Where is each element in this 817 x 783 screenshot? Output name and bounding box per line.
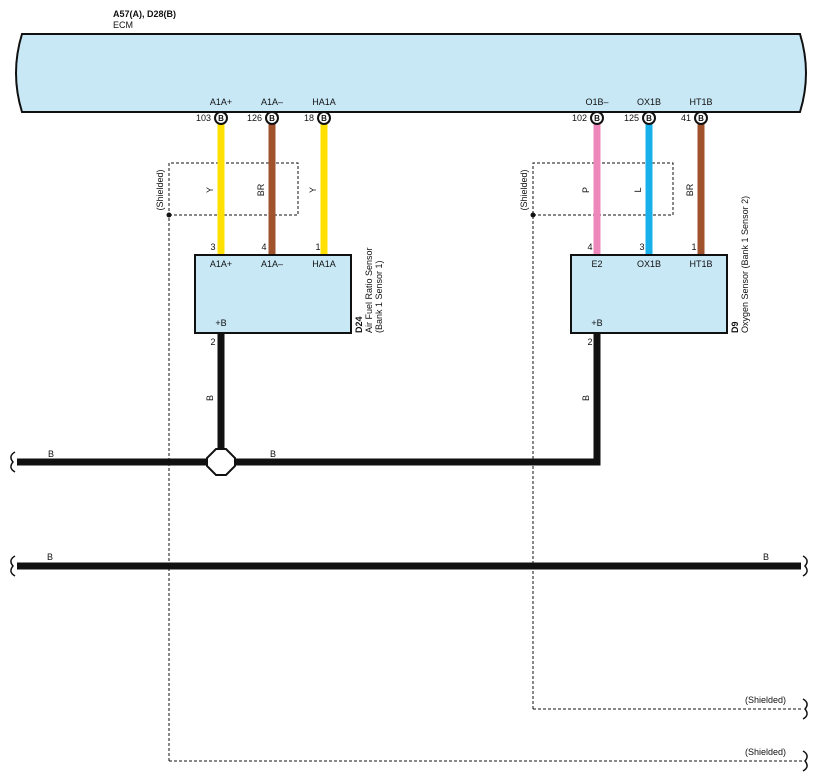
ecm-connector-ids: A57(A), D28(B) bbox=[113, 9, 176, 19]
power-wire-code: B bbox=[205, 395, 215, 401]
harness-break-mark bbox=[10, 451, 16, 473]
shield-bottom-label: (Shielded) bbox=[745, 695, 786, 705]
shield-break-mark bbox=[802, 750, 808, 772]
sensor-power-label: +B bbox=[215, 318, 226, 328]
harness-break-mark bbox=[10, 555, 16, 577]
sensor-pin-number: 3 bbox=[639, 242, 644, 252]
svg-text:B: B bbox=[698, 114, 704, 123]
shield-outline-d9 bbox=[532, 162, 674, 709]
ecm-box bbox=[15, 33, 807, 113]
svg-text:B: B bbox=[321, 114, 327, 123]
svg-text:18: 18 bbox=[304, 113, 314, 123]
wire-color-code: P bbox=[581, 187, 591, 193]
ecm-label: ECM bbox=[113, 20, 133, 30]
sensor-pin-number: 1 bbox=[315, 242, 320, 252]
ecm-pin-102: B 102 bbox=[572, 111, 604, 125]
sensor-d24-position: (Bank 1 Sensor 1) bbox=[374, 260, 384, 333]
harness-wire-code: B bbox=[763, 552, 769, 562]
sensor-pin-number: 3 bbox=[210, 242, 215, 252]
shield-bottom-label: (Shielded) bbox=[745, 747, 786, 757]
power-pin-number: 2 bbox=[210, 337, 215, 347]
junction-connector bbox=[206, 448, 236, 476]
svg-text:B: B bbox=[594, 114, 600, 123]
sensor-terminal-label: E2 bbox=[591, 259, 602, 269]
sensor-terminal-label: A1A– bbox=[261, 259, 283, 269]
ecm-pin-41: B 41 bbox=[681, 111, 708, 125]
svg-text:B: B bbox=[269, 114, 275, 123]
sensor-d24-name: Air Fuel Ratio Sensor bbox=[364, 247, 374, 333]
sensor-d9-box bbox=[570, 254, 728, 334]
wire-color-code: BR bbox=[685, 183, 695, 196]
svg-text:125: 125 bbox=[624, 113, 639, 123]
svg-text:B: B bbox=[646, 114, 652, 123]
power-wire-code: B bbox=[581, 395, 591, 401]
ecm-pin-103: B 103 bbox=[196, 111, 228, 125]
shield-label: (Shielded) bbox=[155, 169, 165, 210]
wire-color-code: L bbox=[633, 187, 643, 192]
wire-color-code: Y bbox=[205, 187, 215, 193]
sensor-terminal-label: HA1A bbox=[312, 259, 336, 269]
svg-text:41: 41 bbox=[681, 113, 691, 123]
sensor-d24-id: D24 bbox=[354, 316, 364, 333]
sensor-terminal-label: HT1B bbox=[689, 259, 712, 269]
shield-junction-dot bbox=[530, 212, 536, 218]
shield-label: (Shielded) bbox=[519, 169, 529, 210]
svg-text:103: 103 bbox=[196, 113, 211, 123]
harness-wire-code: B bbox=[270, 449, 276, 459]
ecm-terminal-name: O1B– bbox=[585, 97, 608, 107]
ecm-terminal-name: HT1B bbox=[689, 97, 712, 107]
ecm-pin-125: B 125 bbox=[624, 111, 656, 125]
ecm-pin-18: B 18 bbox=[304, 111, 331, 125]
svg-text:126: 126 bbox=[247, 113, 262, 123]
harness-wire-code: B bbox=[47, 552, 53, 562]
ecm-terminal-name: A1A– bbox=[261, 97, 283, 107]
sensor-pin-number: 4 bbox=[587, 242, 592, 252]
sensor-power-label: +B bbox=[591, 318, 602, 328]
sensor-d9-id: D9 bbox=[730, 321, 740, 333]
sensor-pin-number: 1 bbox=[691, 242, 696, 252]
ecm-terminal-name: HA1A bbox=[312, 97, 336, 107]
sensor-pin-number: 4 bbox=[261, 242, 266, 252]
sensor-d24-box bbox=[194, 254, 352, 334]
ecm-terminal-name: OX1B bbox=[637, 97, 661, 107]
shield-junction-dot bbox=[166, 212, 172, 218]
sensor-terminal-label: A1A+ bbox=[210, 259, 232, 269]
wire-color-code: BR bbox=[256, 183, 266, 196]
shield-break-mark bbox=[802, 698, 808, 720]
ecm-pin-126: B 126 bbox=[247, 111, 279, 125]
harness-break-mark bbox=[802, 555, 808, 577]
sensor-terminal-label: OX1B bbox=[637, 259, 661, 269]
sensor-d9-name: Oxygen Sensor (Bank 1 Sensor 2) bbox=[740, 196, 750, 333]
power-wire-d9 bbox=[236, 333, 601, 466]
svg-text:102: 102 bbox=[572, 113, 587, 123]
svg-text:B: B bbox=[218, 114, 224, 123]
shield-outline-d24 bbox=[168, 162, 299, 761]
wire-color-code: Y bbox=[308, 187, 318, 193]
ecm-terminal-name: A1A+ bbox=[210, 97, 232, 107]
harness-wire-code: B bbox=[48, 449, 54, 459]
power-pin-number: 2 bbox=[587, 337, 592, 347]
